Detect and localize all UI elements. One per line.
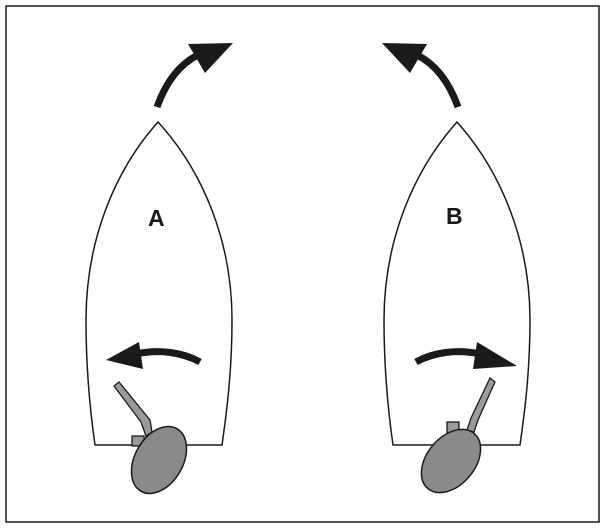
boat-b-label: B	[446, 203, 463, 229]
outboard-motor-icon	[130, 425, 188, 495]
boat-a: A	[85, 43, 233, 495]
frame-border	[5, 5, 600, 523]
boat-a-hull	[85, 120, 233, 446]
boat-a-bow-arrow	[153, 51, 200, 109]
boat-b-stern-arrow	[414, 348, 481, 366]
boat-a-stern-arrow	[135, 348, 202, 366]
boat-b-tiller	[466, 376, 496, 433]
boat-a-bow-arrowhead	[188, 43, 233, 73]
boat-b-bow-arrow	[415, 51, 462, 109]
boat-a-label: A	[148, 205, 165, 231]
boat-b-stern-arrowhead	[473, 342, 517, 369]
boat-b-hull	[383, 120, 531, 446]
boat-b-bow-arrowhead	[382, 43, 427, 73]
outboard-motor-icon	[420, 428, 482, 494]
boat-a-stern-arrowhead	[106, 342, 143, 369]
boat-b: B	[382, 43, 531, 494]
